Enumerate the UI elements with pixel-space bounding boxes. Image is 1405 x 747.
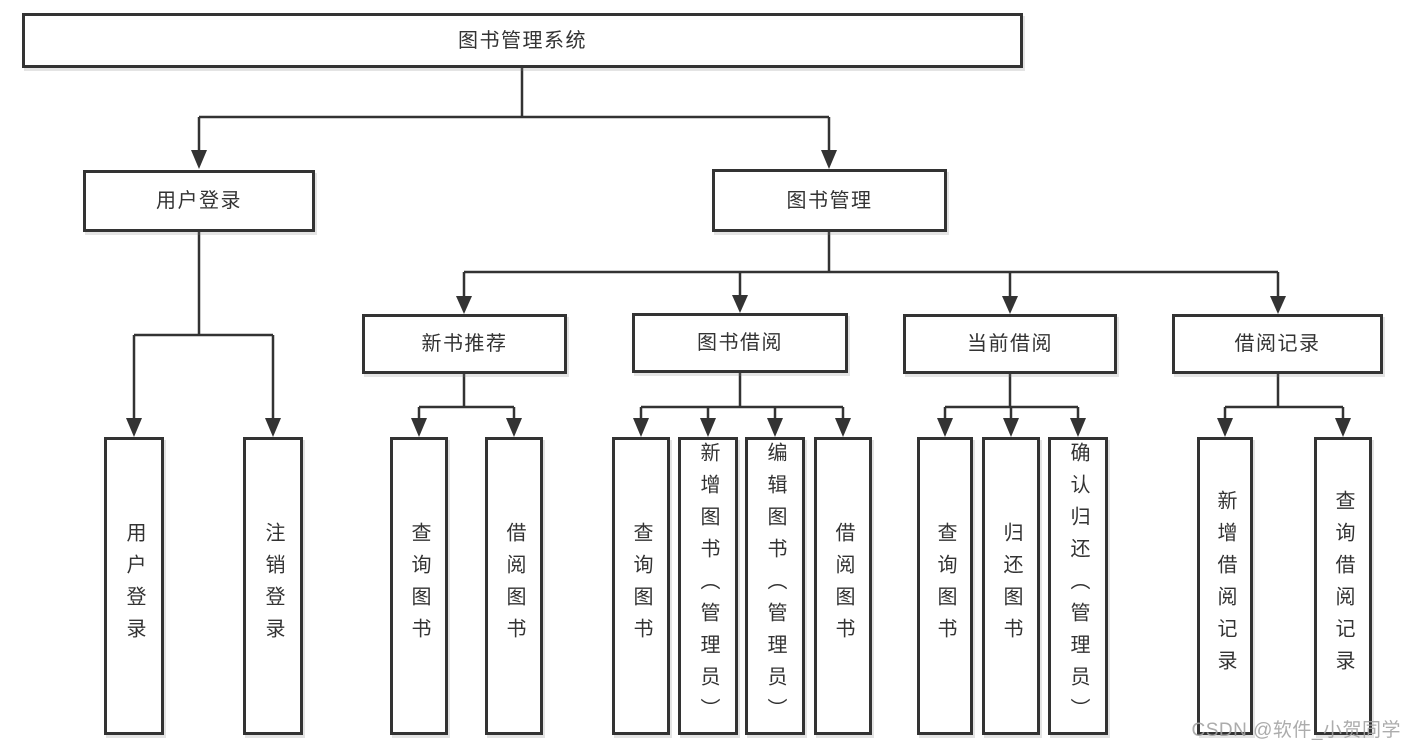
node-leaf-query-borrow-record: 查询借阅记录 [1314, 437, 1372, 735]
node-label: 查询借阅记录 [1332, 490, 1354, 682]
node-label: 编辑图书（管理员） [764, 442, 786, 730]
node-label: 查询图书 [630, 522, 652, 650]
node-label: 当前借阅 [967, 333, 1053, 355]
node-leaf-query-books-borrowing: 查询图书 [612, 437, 670, 735]
node-label: 查询图书 [408, 522, 430, 650]
node-label: 确认归还（管理员） [1067, 442, 1089, 730]
arrowhead-icons [126, 150, 1351, 437]
node-label: 新书推荐 [421, 333, 508, 355]
node-root-system: 图书管理系统 [22, 13, 1023, 68]
node-new-book-recommend: 新书推荐 [362, 314, 567, 374]
node-book-borrowing: 图书借阅 [632, 313, 848, 373]
node-label: 图书管理系统 [458, 29, 587, 52]
node-leaf-query-books-recommend: 查询图书 [390, 437, 448, 735]
node-leaf-user-login: 用户登录 [104, 437, 164, 735]
node-label: 借阅记录 [1234, 333, 1321, 355]
node-leaf-confirm-return-admin: 确认归还（管理员） [1048, 437, 1108, 735]
node-label: 图书管理 [786, 189, 873, 212]
node-label: 注销登录 [262, 522, 284, 650]
node-label: 查询图书 [934, 522, 956, 650]
node-borrowing-records: 借阅记录 [1172, 314, 1383, 374]
node-leaf-add-books-admin: 新增图书（管理员） [678, 437, 738, 735]
node-leaf-borrow-books-recommend: 借阅图书 [485, 437, 543, 735]
csdn-watermark: CSDN @软件_小贺同学 [1191, 720, 1401, 741]
node-leaf-return-books: 归还图书 [982, 437, 1040, 735]
node-label: 借阅图书 [832, 522, 854, 650]
node-leaf-logout: 注销登录 [243, 437, 303, 735]
node-leaf-borrow-books: 借阅图书 [814, 437, 872, 735]
node-label: 用户登录 [156, 190, 242, 212]
node-label: 新增图书（管理员） [697, 442, 719, 730]
node-label: 图书借阅 [697, 332, 783, 354]
node-label: 借阅图书 [503, 522, 525, 650]
node-current-borrowing: 当前借阅 [903, 314, 1117, 374]
node-leaf-query-books-current: 查询图书 [917, 437, 973, 735]
node-label: 归还图书 [1000, 522, 1022, 650]
node-leaf-add-borrow-record: 新增借阅记录 [1197, 437, 1253, 735]
node-book-management: 图书管理 [712, 169, 947, 232]
node-label: 新增借阅记录 [1214, 490, 1236, 682]
node-user-login: 用户登录 [83, 170, 315, 232]
node-label: 用户登录 [123, 522, 145, 650]
node-leaf-edit-books-admin: 编辑图书（管理员） [745, 437, 805, 735]
